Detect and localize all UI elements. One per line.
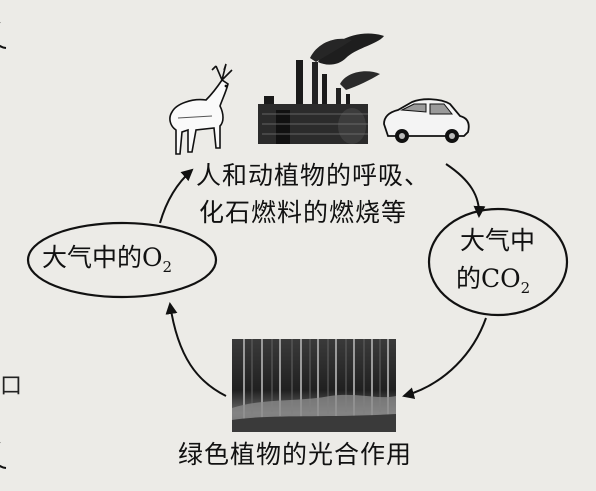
respiration-label-line2: 化石燃料的燃烧等 [199,198,408,227]
deer-icon [169,63,233,155]
oxygen-node-text: 大气中的O [42,243,163,272]
arrow-to-co2 [445,163,486,218]
car-icon [383,98,470,143]
co2-node-ellipse [427,207,569,317]
oxygen-node-ellipse [26,221,218,299]
oxygen-node-label: 大气中的O2 [42,245,172,275]
edge-circle-mark-top [0,22,7,49]
edge-text-mark: 口 [0,374,23,399]
factory-icon [258,33,384,144]
co2-node-text: 的CO [456,264,521,293]
photosynthesis-label: 绿色植物的光合作用 [178,440,413,469]
co2-subscript: 2 [520,279,531,297]
co2-node-line1: 大气中 [460,226,536,255]
co2-node-line2: 的CO2 [456,266,530,296]
respiration-label-line1: 人和动植物的呼吸、 [196,161,431,190]
oxygen-subscript: 2 [162,258,173,276]
arrow-to-respiration [159,168,194,224]
edge-circle-mark-bottom [0,442,7,469]
arrow-to-photosynthesis [402,317,487,400]
forest-photo [232,339,396,432]
arrow-to-oxygen [165,302,227,397]
